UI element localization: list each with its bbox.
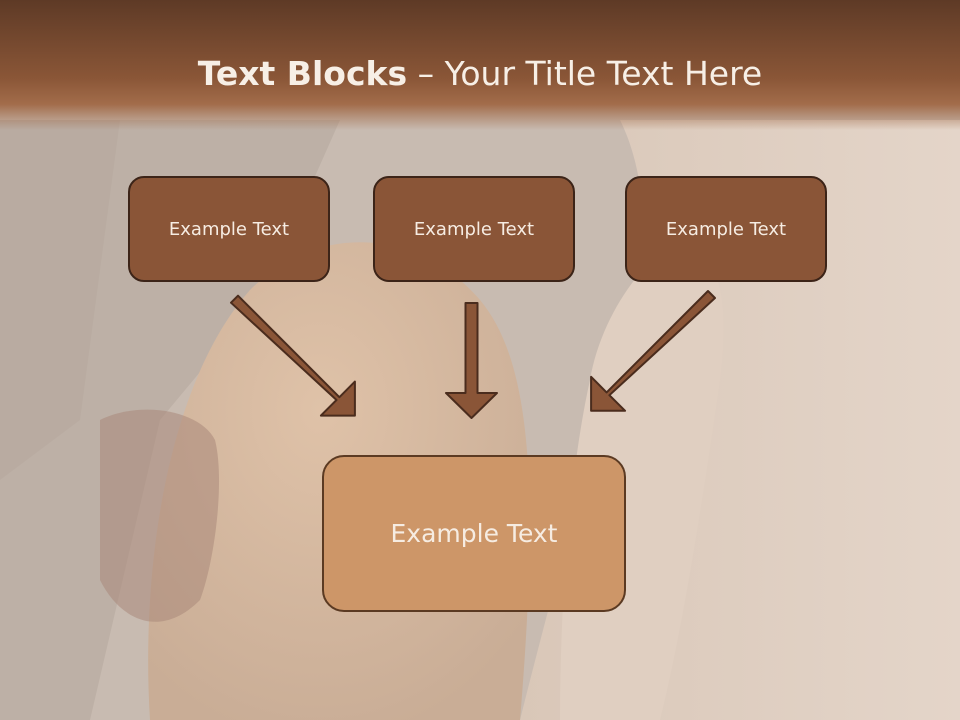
text-block-2[interactable]: Example Text <box>373 176 575 282</box>
title-rest: Your Title Text Here <box>444 54 763 93</box>
arrow-left-diagonal <box>230 294 356 417</box>
arrow-center-down <box>445 302 498 419</box>
text-block-1[interactable]: Example Text <box>128 176 330 282</box>
slide-title: Text Blocks – Your Title Text Here <box>0 54 960 94</box>
title-separator: – <box>407 54 445 93</box>
title-band <box>0 0 960 130</box>
target-block[interactable]: Example Text <box>322 455 626 612</box>
title-bold: Text Blocks <box>197 54 408 93</box>
arrow-right-diagonal <box>590 290 716 412</box>
text-block-3[interactable]: Example Text <box>625 176 827 282</box>
